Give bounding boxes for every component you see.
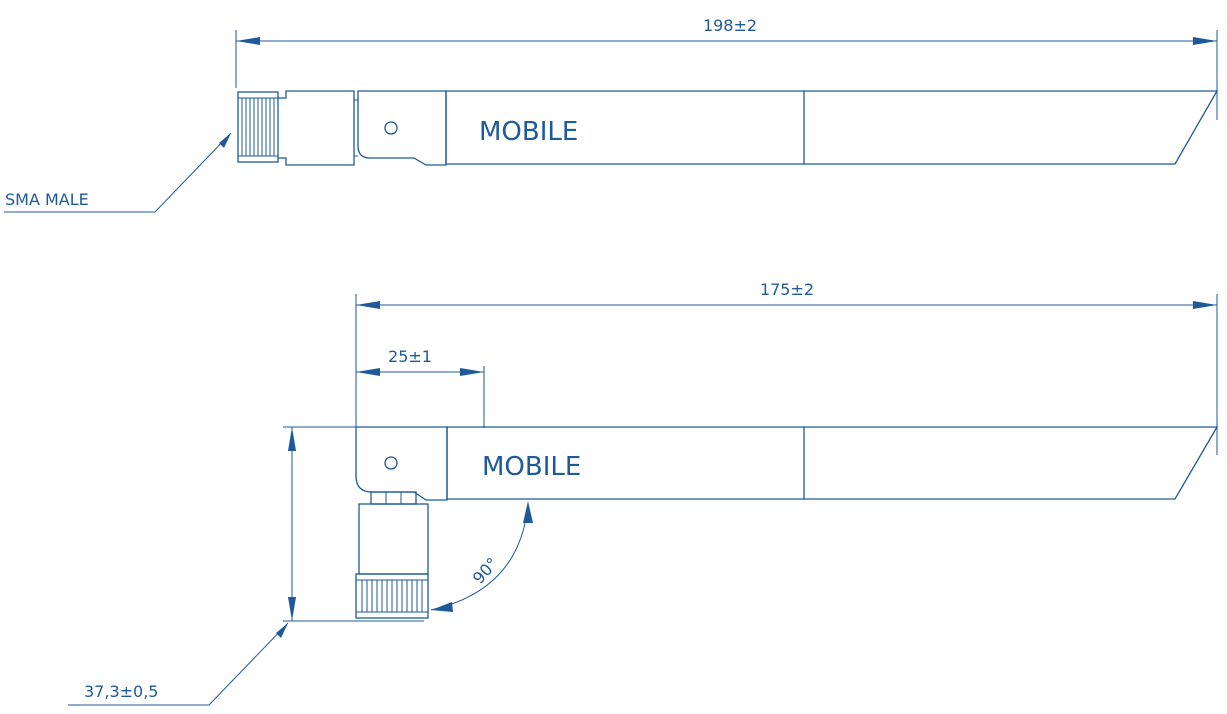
height-label: 37,3±0,5 [84,682,158,701]
arrow-right [1193,37,1217,45]
hinge-outline [355,426,448,501]
height-callout: 37,3±0,5 [68,622,289,706]
sma-knurled-nut [237,91,279,163]
connector-callout: SMA MALE [4,132,232,213]
leader-arrow [276,623,288,638]
antenna-whip-body-angled: MOBILE [446,426,1219,500]
length-dimension-straight: 198±2 [235,16,1218,120]
hinge-outline [357,90,447,166]
length-dimension-angled: 175±2 [355,280,1218,455]
angle-indicator: 90° [430,501,533,612]
angled-antenna-view: 175±2 25±1 MOBILE [68,280,1219,706]
arc-arrow-bottom [431,602,453,612]
straight-antenna-view: 198±2 [4,16,1219,213]
whip-outline [446,426,1219,500]
connector-sleeve [278,90,358,166]
leader-line [4,132,232,213]
angle-arc [430,503,529,611]
arrow-left [236,37,260,45]
hinge-plate [357,90,447,166]
antenna-whip-body: MOBILE [445,90,1219,165]
arrow-bottom [288,597,296,621]
connector-callout-label: SMA MALE [5,190,89,209]
connector-sleeve [358,503,429,575]
arrow-right [460,368,484,376]
leader-line [68,622,289,706]
arrow-right [1193,301,1217,309]
connector-knurled-nut [355,573,429,619]
sleeve-outline [278,90,355,166]
length-label-angled: 175±2 [760,280,814,299]
height-dimension [283,426,424,622]
offset-dimension: 25±1 [356,347,485,428]
brand-label-straight: MOBILE [479,117,578,147]
arc-arrow-top [523,501,533,523]
connector-neck [370,491,417,505]
brand-label-angled: MOBILE [482,452,581,482]
arrow-left [356,368,380,376]
leader-arrow [219,133,231,148]
angle-label: 90° [469,554,502,588]
hinge-pin [384,121,398,135]
nut-body [237,91,279,163]
offset-label: 25±1 [388,347,432,366]
hinge-pin [384,456,398,470]
whip-outline [445,90,1219,165]
hinge-plate-angled [355,426,448,501]
arrow-top [288,427,296,451]
arrow-left [356,301,380,309]
length-label-straight: 198±2 [703,16,757,35]
vertical-connector [355,491,429,619]
